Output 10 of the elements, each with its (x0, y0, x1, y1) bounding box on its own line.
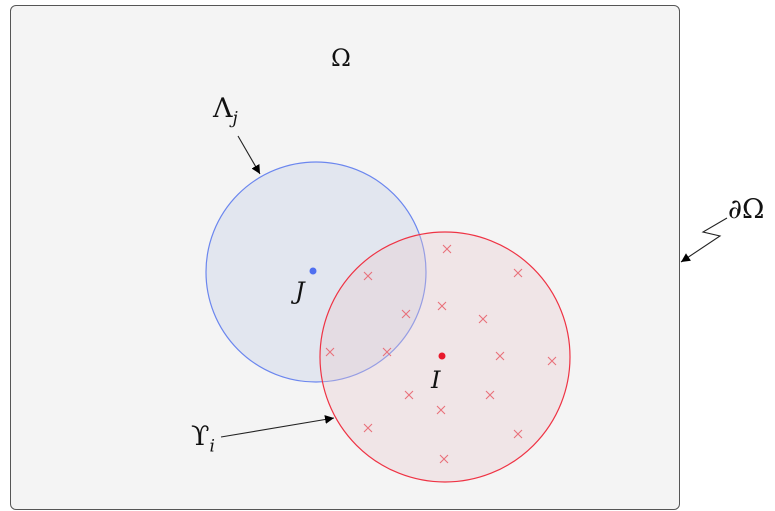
domain-label: Ω (331, 46, 351, 70)
domain-box (10, 5, 680, 510)
boundary-label: ∂Ω (728, 196, 764, 223)
leader-arrow (680, 218, 728, 262)
leader-arrow (220, 415, 334, 438)
circle-label: ϒ$_{i}$ (191, 423, 215, 456)
support-circle (319, 231, 571, 483)
point-label: I (431, 368, 440, 392)
circle-label: Λ$_{j}$ (213, 95, 238, 128)
leader-arrow (238, 136, 260, 174)
